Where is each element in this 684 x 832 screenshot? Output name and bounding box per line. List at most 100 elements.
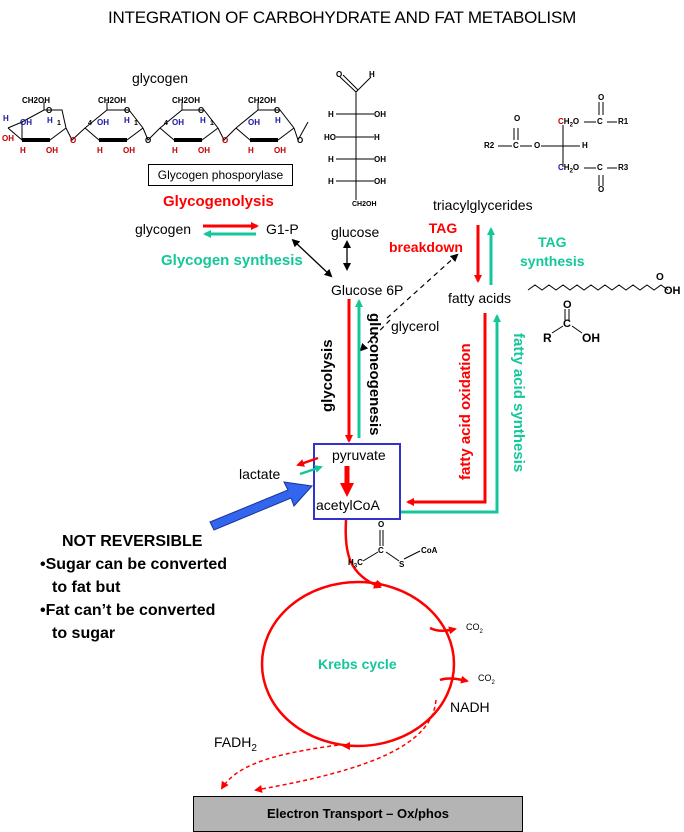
tag-synthesis-label-2: synthesis (520, 253, 585, 269)
fadh2-label: FADH2 (214, 734, 257, 754)
ch2o-bottom-label: CH2O (558, 163, 580, 175)
note-heading: NOT REVERSIBLE (62, 533, 203, 550)
carboxyl-o-label: O (563, 299, 572, 311)
glycogen-structure-label: glycogen (132, 70, 189, 86)
note-item: •Sugar can be converted (40, 553, 227, 576)
oh-label: OH (172, 118, 184, 127)
not-reversible-note: NOT REVERSIBLE •Sugar can be converted t… (40, 530, 227, 645)
co2-out-arrow-1 (429, 626, 457, 635)
tag-breakdown-label-1: TAG (428, 220, 458, 236)
fatty-acid-oxidation-arrow (406, 313, 487, 506)
oh-label: OH (198, 146, 210, 155)
ch2oh-label: CH2OH (22, 96, 51, 105)
note-item-line: to fat but (52, 579, 121, 596)
carbon-number-label: 1 (210, 120, 214, 127)
h-label: H (248, 146, 254, 155)
carbon-label: C (513, 141, 519, 150)
h-label: H (47, 116, 53, 125)
oh-label: OH (374, 110, 386, 119)
carbon-label: C (597, 163, 603, 172)
carbon-number-label: 4 (164, 120, 168, 127)
nadh-to-et-arrow (254, 699, 437, 793)
ch2oh-label: CH2OH (172, 96, 201, 105)
ch2oh-label: CH2OH (248, 96, 277, 105)
h-label: H (20, 146, 26, 155)
fatty-acid-chain (527, 284, 669, 291)
oh-label: OH (123, 146, 135, 155)
fadh2-to-et-arrow (220, 744, 339, 790)
r1-label: R1 (618, 117, 629, 126)
fadh2-text: FADH (214, 734, 252, 750)
node-glucose: glucose (331, 224, 380, 240)
node-pyruvate: pyruvate (332, 447, 386, 463)
carbonyl-o-label: O (598, 93, 605, 102)
fatty-acid-o-label: O (656, 272, 664, 283)
carboxyl-c-label: C (563, 318, 571, 330)
acetyl-h3c-label: H3C (348, 558, 363, 570)
ch2oh-label: CH2OH (352, 201, 377, 208)
oh-label: HO (324, 133, 336, 142)
krebs-cycle-label: Krebs cycle (318, 656, 397, 672)
fatty-acid-synthesis-arrow (401, 314, 501, 514)
ch2o-top-label: CH2O (558, 117, 580, 129)
node-fatty-acids: fatty acids (448, 290, 512, 306)
oh-label: OH (46, 146, 58, 155)
carbon-number-label: 4 (88, 120, 92, 127)
h-label: H (328, 110, 334, 119)
pyruvate-to-lactate-arrow (296, 456, 319, 467)
glycerol-to-tag-arrow (386, 253, 459, 319)
fatty-acid-oh-label: OH (664, 285, 681, 297)
glucose-ring-2 (84, 102, 144, 142)
glycogenolysis-label: Glycogenolysis (163, 193, 274, 210)
carboxyl-oh-label: OH (582, 331, 600, 345)
h-label: H (328, 177, 334, 186)
bullet: • (40, 602, 46, 619)
fatty-acid-oxidation-label: fatty acid oxidation (457, 343, 474, 480)
carbonyl-o-label: O (514, 114, 521, 123)
h-label: H (328, 155, 334, 164)
aldehyde-o-label: O (336, 70, 343, 79)
co2-text: CO (466, 622, 480, 632)
node-glycogen: glycogen (135, 221, 192, 237)
aldehyde-h-label: H (369, 70, 375, 79)
not-reversible-pointer-arrow (209, 481, 313, 531)
krebs-cycle-circle (260, 580, 456, 748)
acetyl-coa-group-label: CoA (421, 546, 438, 555)
r3-label: R3 (618, 163, 629, 172)
co2-label-2: CO2 (478, 673, 495, 686)
glycolysis-label: glycolysis (319, 339, 336, 412)
node-g1p: G1-P (266, 221, 299, 237)
glycogen-synthesis-label: Glycogen synthesis (161, 252, 303, 269)
glycosidic-oxygen-label: O (145, 136, 152, 145)
ester-o-label: O (534, 141, 541, 150)
oh-label: OH (2, 134, 14, 143)
note-item: •Fat can’t be converted (40, 599, 227, 622)
glycogen-phosphorylase-box: Glycogen phosporylase (148, 164, 293, 186)
oh-label: OH (20, 118, 32, 127)
glucose-ring-4 (235, 102, 295, 142)
note-item-line: Fat can’t be converted (45, 602, 216, 619)
oh-label: OH (97, 118, 109, 127)
co2-label-1: CO2 (466, 622, 483, 635)
carbonyl-o-label: O (598, 185, 605, 194)
glycosidic-oxygen-label: O (297, 136, 304, 145)
h-label: H (3, 114, 9, 123)
carbon-label: C (597, 117, 603, 126)
h-label: H (275, 116, 281, 125)
nadh-label: NADH (450, 699, 490, 715)
co2-text: CO (478, 673, 492, 683)
diagram-title: INTEGRATION OF CARBOHYDRATE AND FAT META… (107, 8, 577, 27)
acetyl-o-label: O (378, 520, 385, 529)
h-label: H (172, 146, 178, 155)
glycosidic-oxygen-label: O (70, 136, 77, 145)
h-label: H (374, 133, 380, 142)
electron-transport-box: Electron Transport – Ox/phos (193, 796, 523, 832)
tag-synthesis-label-1: TAG (538, 234, 567, 250)
ring-oxygen-label: O (274, 106, 281, 115)
glucose-ring-3 (159, 102, 219, 142)
node-lactate: lactate (239, 466, 281, 482)
ring-oxygen-label: O (46, 106, 53, 115)
note-item-line: Sugar can be converted (45, 556, 227, 573)
g1p-g6p-arrow (291, 238, 333, 278)
